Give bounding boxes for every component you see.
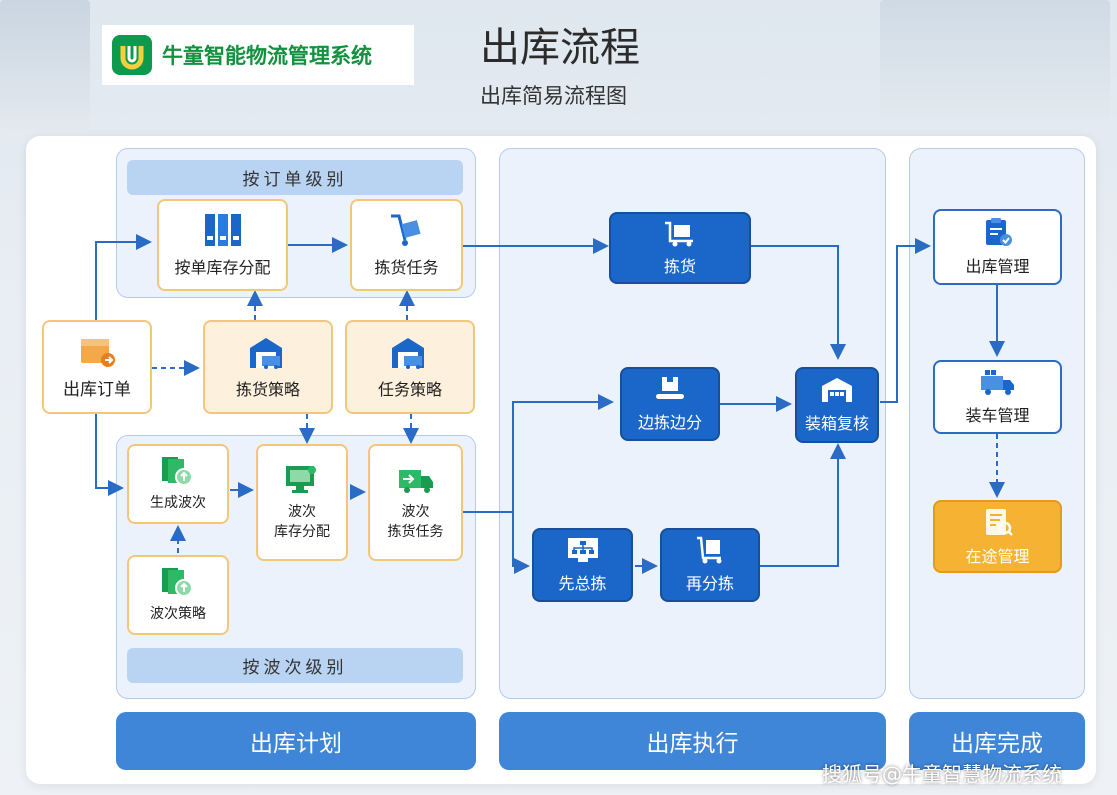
outbound-management-label: 出库管理: [965, 257, 1030, 276]
wave-pick-task-label-1: 波次: [401, 503, 430, 520]
outbound-order-node[interactable]: 出库订单: [42, 320, 152, 414]
delivery-truck-icon: [398, 469, 433, 493]
loading-management-label: 装车管理: [965, 406, 1030, 425]
pack-check-label: 装箱复核: [804, 414, 869, 433]
warehouse-truck-icon: [250, 338, 282, 369]
wave-pick-task-label-2: 拣货任务: [387, 523, 444, 540]
pack-check-node[interactable]: 装箱复核: [795, 367, 879, 443]
conveyor-box-icon: [656, 377, 684, 399]
outbound-order-label: 出库订单: [63, 379, 131, 400]
wave-stock-allocation-label-1: 波次: [288, 503, 316, 520]
document-search-icon: [985, 508, 1013, 536]
wave-pick-task-node[interactable]: 波次 拣货任务: [368, 444, 463, 561]
pick-strategy-label: 拣货策略: [235, 380, 300, 399]
logo-icon: [112, 35, 152, 75]
logo-text: 牛童智能物流管理系统: [162, 44, 372, 68]
pick-task-label: 拣货任务: [374, 258, 439, 277]
task-strategy-label: 任务策略: [377, 380, 442, 399]
clipboard-check-icon: [985, 218, 1012, 246]
transit-management-label: 在途管理: [965, 546, 1030, 566]
total-pick-node[interactable]: 先总拣: [532, 528, 633, 602]
total-pick-label: 先总拣: [558, 574, 607, 593]
generate-wave-node[interactable]: 生成波次: [127, 444, 229, 524]
outbound-done-bar: 出库完成: [909, 712, 1085, 770]
wave-strategy-node[interactable]: 波次策略: [127, 555, 229, 635]
picking-label: 拣货: [663, 257, 696, 276]
order-level-band: 按订单级别: [127, 160, 463, 195]
order-stock-allocation-node[interactable]: 按单库存分配: [157, 199, 288, 291]
wave-level-band: 按波次级别: [127, 648, 463, 683]
wave-strategy-label: 波次策略: [150, 606, 206, 622]
watermark: 搜狐号@牛童智慧物流系统: [822, 762, 1062, 786]
wave-stock-allocation-label-2: 库存分配: [274, 523, 330, 540]
background-building: [880, 0, 1110, 120]
document-upload-icon: [162, 457, 193, 486]
hand-truck-icon: [390, 214, 421, 246]
re-sort-label: 再分拣: [685, 574, 734, 593]
task-strategy-node[interactable]: 任务策略: [345, 320, 475, 414]
re-sort-node[interactable]: 再分拣: [660, 528, 760, 602]
transit-management-node[interactable]: 在途管理: [933, 500, 1062, 573]
loading-truck-icon: [980, 370, 1014, 395]
warehouse-icon: [822, 378, 852, 402]
logo: 牛童智能物流管理系统: [102, 25, 414, 85]
monitor-icon: [286, 465, 316, 493]
generate-wave-label: 生成波次: [150, 495, 206, 511]
order-box-icon: [81, 338, 115, 367]
warehouse-truck-icon: [392, 338, 424, 369]
pick-and-sort-label: 边拣边分: [637, 413, 702, 432]
page-subtitle: 出库简易流程图: [480, 84, 627, 108]
document-upload-icon: [162, 568, 193, 597]
pick-strategy-node[interactable]: 拣货策略: [203, 320, 333, 414]
outbound-plan-bar: 出库计划: [116, 712, 476, 770]
pick-task-node[interactable]: 拣货任务: [350, 199, 463, 291]
background-building: [0, 0, 90, 130]
wave-stock-allocation-node[interactable]: 波次 库存分配: [256, 444, 348, 561]
pick-and-sort-node[interactable]: 边拣边分: [620, 367, 720, 441]
cart-icon: [697, 536, 722, 564]
outbound-exec-bar: 出库执行: [499, 712, 886, 770]
loading-management-node[interactable]: 装车管理: [933, 360, 1062, 434]
cart-icon: [665, 221, 693, 247]
picking-node[interactable]: 拣货: [609, 212, 751, 284]
network-screen-icon: [567, 538, 598, 562]
page-title: 出库流程: [480, 25, 640, 71]
order-stock-allocation-label: 按单库存分配: [174, 258, 271, 277]
outbound-management-node[interactable]: 出库管理: [933, 209, 1062, 285]
binders-icon: [204, 214, 241, 246]
